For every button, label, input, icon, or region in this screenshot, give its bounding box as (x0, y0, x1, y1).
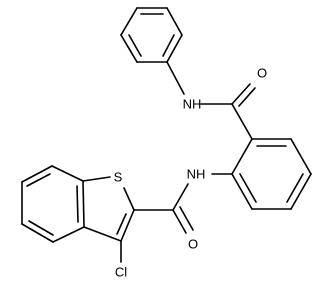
nh-label-lower: NH (187, 167, 206, 182)
phenyl-nh-bond (166, 61, 185, 95)
nh-amide-bond (172, 183, 189, 211)
nh-label-upper: NH (183, 97, 202, 112)
bonds (21, 7, 312, 263)
sulfur-label: S (114, 170, 123, 185)
phenyl-ring (120, 7, 183, 63)
thiophene-ring (82, 176, 135, 242)
upper-carbonyl (231, 83, 256, 107)
benzene-ring (231, 138, 312, 210)
oxygen-label-upper: O (257, 66, 267, 81)
lower-carbonyl (172, 206, 194, 234)
carbonyl-ring-bond (231, 103, 253, 140)
benzo-ring (21, 165, 85, 243)
chlorine-label: Cl (115, 265, 127, 280)
oxygen-label-lower: O (188, 237, 198, 252)
atom-labels: O NH NH S O Cl (114, 66, 267, 280)
